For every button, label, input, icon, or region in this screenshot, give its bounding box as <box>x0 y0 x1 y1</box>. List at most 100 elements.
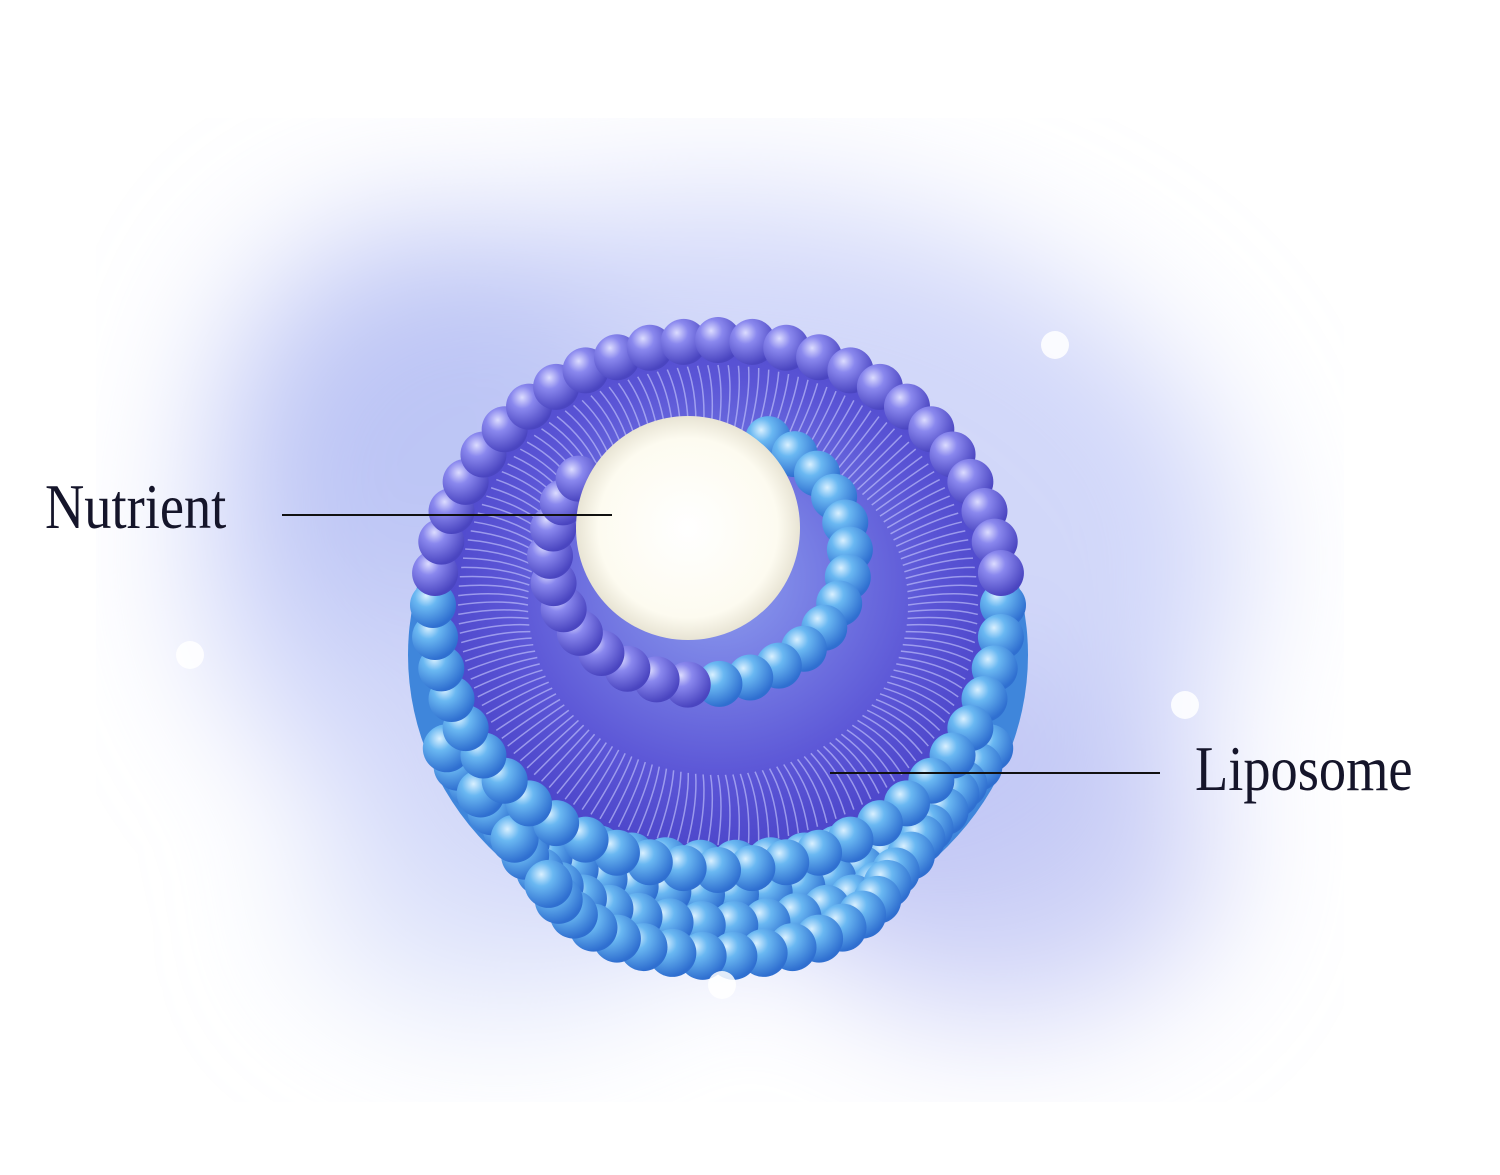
lipid-tail <box>526 719 579 769</box>
lipid-tail <box>666 771 682 841</box>
lipid-tail <box>862 714 917 762</box>
lipid-tail <box>457 601 529 606</box>
phospholipid-head <box>729 318 776 365</box>
lipid-tail <box>513 709 570 755</box>
lipid-tail <box>462 637 532 653</box>
lipid-tail <box>581 749 620 811</box>
lipid-tail <box>871 463 929 506</box>
phospholipid-head <box>763 839 810 886</box>
liposome-sphere <box>176 317 1199 999</box>
lipid-tail <box>540 729 590 782</box>
nutrient-label: Nutrient <box>45 471 227 542</box>
lipid-tail <box>875 471 935 512</box>
lipid-tail <box>495 693 557 732</box>
lipid-tail <box>458 593 529 600</box>
lipid-tail <box>608 759 640 824</box>
phospholipid-head <box>660 845 707 892</box>
lipid-tail <box>905 566 975 580</box>
lipid-tail <box>829 741 872 800</box>
lipid-tail <box>871 704 929 747</box>
lipid-tail <box>590 753 626 815</box>
sparkle <box>1041 331 1069 359</box>
lipid-tail <box>467 650 536 671</box>
lipid-tail <box>902 643 972 662</box>
lipid-tail <box>768 768 790 837</box>
lipid-tail <box>739 366 750 437</box>
lipid-tail <box>907 601 979 606</box>
lipid-tail <box>846 428 896 481</box>
lipid-tail <box>846 729 896 782</box>
lipid-tail <box>462 557 532 573</box>
lipid-tail <box>907 593 978 600</box>
lipid-tail <box>857 441 910 491</box>
sparkle <box>176 641 204 669</box>
lipid-tail <box>564 742 607 800</box>
lipid-tail <box>617 761 647 828</box>
lipid-tail <box>904 557 974 573</box>
lipid-tail <box>895 521 963 547</box>
lipid-tail <box>866 709 923 755</box>
phospholipid-head <box>660 318 707 365</box>
phospholipid-head <box>490 814 539 863</box>
lipid-tail <box>739 773 750 844</box>
lipid-tail <box>906 623 977 634</box>
lipid-tail <box>477 669 543 698</box>
lipid-tail <box>900 539 969 560</box>
lipid-tail <box>879 693 941 731</box>
lipid-tail <box>835 737 880 794</box>
lipid-tail <box>458 609 529 616</box>
lipid-tail <box>627 764 653 831</box>
lipid-tail <box>887 681 951 715</box>
lipid-tail <box>796 758 828 824</box>
lipid-tail <box>879 478 941 517</box>
lipid-tail <box>790 761 819 827</box>
lipid-tail <box>747 772 760 843</box>
lipid-tail <box>465 548 534 566</box>
lipid-tail <box>898 656 966 680</box>
nutrient-sphere <box>576 416 800 640</box>
lipid-tail <box>676 772 690 843</box>
lipid-tail <box>556 738 601 794</box>
lipid-tail <box>686 773 697 844</box>
lipid-tail <box>840 422 888 477</box>
lipid-tail <box>732 774 741 845</box>
lipid-tail <box>893 669 959 698</box>
lipid-tail <box>907 584 978 593</box>
lipid-tail <box>507 704 565 747</box>
lipid-tail <box>783 764 809 831</box>
lipid-tail <box>803 755 837 820</box>
phospholipid-head <box>695 847 741 893</box>
lipid-tail <box>857 719 910 769</box>
lipid-tail <box>866 455 923 501</box>
lipid-tail <box>707 774 714 845</box>
lipid-tail <box>816 749 855 810</box>
lipid-tail <box>458 584 529 593</box>
lipid-tail <box>754 771 770 841</box>
phospholipid-head <box>977 550 1024 597</box>
lipid-tail <box>490 687 553 723</box>
lipid-tail <box>459 623 530 634</box>
lipid-tail <box>883 687 946 723</box>
lipid-tail <box>519 714 574 762</box>
lipid-tail <box>904 637 974 653</box>
phospholipid-head <box>695 317 741 363</box>
lipid-tail <box>851 434 903 486</box>
lipid-tail <box>890 503 955 535</box>
lipid-tail <box>599 756 633 820</box>
lipid-tail <box>572 745 614 805</box>
lipid-tail <box>533 724 585 776</box>
lipid-tail <box>890 675 955 707</box>
phospholipid-head <box>626 324 673 371</box>
lipid-tail <box>907 609 978 616</box>
lipid-tail <box>464 643 534 662</box>
lipid-tail <box>896 663 963 689</box>
lipid-tail <box>646 768 668 837</box>
sparkle <box>1171 691 1199 719</box>
lipid-tail <box>485 681 549 715</box>
lipid-tail <box>459 575 530 586</box>
phospholipid-head <box>729 845 776 892</box>
lipid-tail <box>656 770 675 839</box>
lipid-tail <box>461 566 531 580</box>
